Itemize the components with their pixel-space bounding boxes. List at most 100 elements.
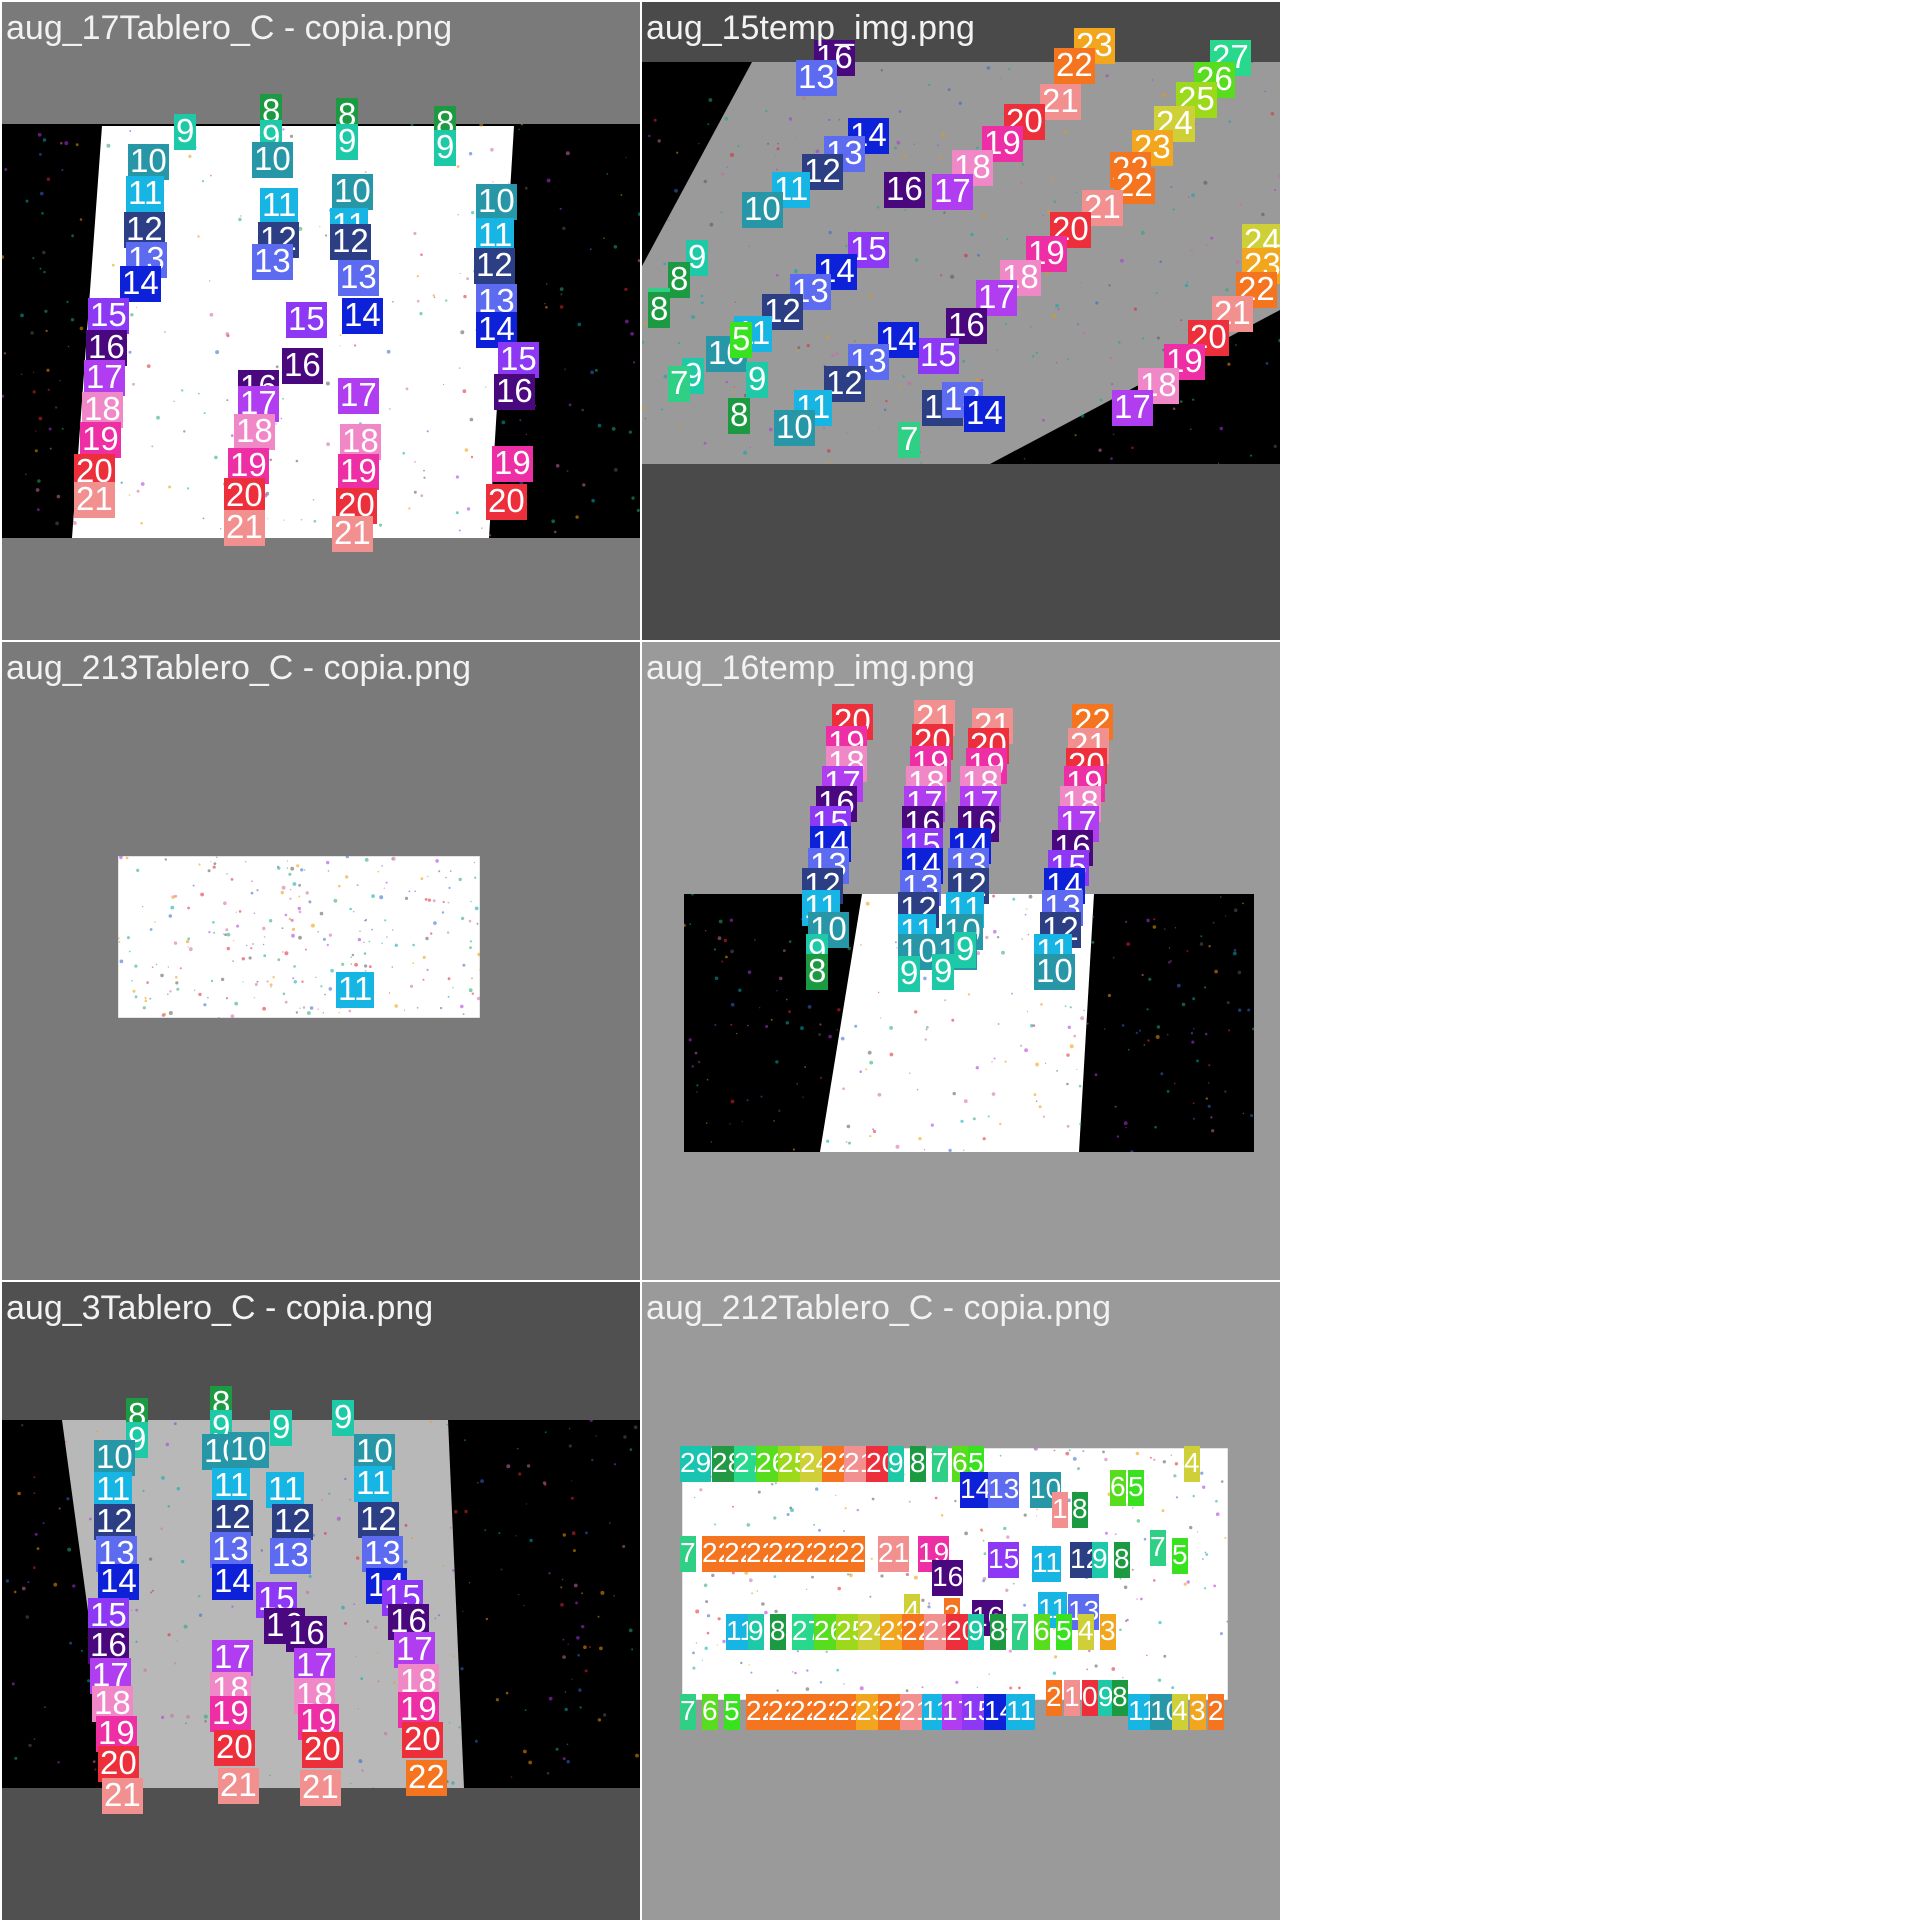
board-speckle [183, 430, 186, 433]
id-label: 4 [1078, 1614, 1094, 1650]
board-speckle [1104, 1028, 1106, 1030]
board-speckle [1053, 1449, 1056, 1452]
board-speckle [1153, 1579, 1156, 1582]
board-speckle [603, 237, 605, 239]
board-speckle [1140, 1597, 1143, 1601]
board-speckle [757, 1490, 761, 1494]
board-speckle [1080, 1016, 1084, 1021]
board-speckle [32, 257, 35, 260]
board-speckle [1166, 1090, 1170, 1093]
board-speckle [70, 318, 75, 322]
board-speckle [1078, 1084, 1082, 1088]
id-label: 20 [214, 1728, 255, 1766]
board-speckle [463, 294, 467, 299]
board-speckle [525, 433, 528, 435]
tile-title: aug_212Tablero_C - copia.png [646, 1289, 1112, 1327]
board-speckle [729, 918, 734, 922]
board-speckle [460, 1004, 464, 1009]
board-speckle [963, 1149, 965, 1151]
board-speckle [773, 1575, 777, 1578]
board-speckle [1192, 1494, 1195, 1498]
board-speckle [425, 936, 429, 941]
board-speckle [1133, 307, 1137, 311]
board-speckle [790, 1508, 794, 1513]
board-speckle [364, 970, 367, 972]
board-speckle [1006, 238, 1009, 241]
board-speckle [629, 1448, 633, 1451]
board-speckle [33, 1566, 36, 1569]
board-speckle [198, 863, 201, 866]
board-speckle [667, 219, 670, 222]
board-speckle [319, 911, 324, 916]
board-speckle [1080, 414, 1085, 418]
board-speckle [350, 963, 352, 965]
id-label: 9 [686, 238, 709, 276]
board-speckle [1170, 1454, 1173, 1456]
board-speckle [468, 988, 473, 993]
board-speckle [20, 373, 23, 376]
board-speckle [357, 937, 362, 942]
board-speckle [328, 933, 332, 937]
board-speckle [433, 921, 437, 925]
board-speckle [747, 1024, 749, 1027]
board-speckle [1055, 303, 1059, 308]
board-speckle [144, 996, 147, 1000]
board-speckle [106, 143, 111, 148]
board-speckle [1224, 915, 1227, 917]
board-speckle [298, 935, 302, 940]
board-speckle [269, 458, 273, 462]
board-speckle [590, 370, 594, 375]
board-speckle [290, 889, 292, 891]
board-speckle [707, 123, 710, 126]
board-speckle [280, 417, 283, 420]
board-speckle [869, 1135, 872, 1138]
board-speckle [562, 226, 566, 230]
board-speckle [951, 1018, 955, 1022]
board-speckle [381, 865, 383, 867]
id-label: 9 [954, 930, 977, 968]
board-speckle [991, 1061, 993, 1063]
board-speckle [214, 455, 218, 460]
board-image [684, 894, 1254, 1152]
board-speckle [289, 134, 294, 138]
id-label: 6 [702, 1694, 718, 1730]
id-label: 3 [1190, 1694, 1206, 1730]
board-speckle [999, 77, 1002, 80]
board-speckle [748, 1664, 750, 1666]
board-image [118, 856, 480, 1018]
board-speckle [1168, 947, 1171, 949]
board-speckle [326, 442, 330, 447]
board-speckle [170, 905, 175, 910]
board-speckle [232, 940, 235, 942]
board-speckle [523, 1749, 527, 1754]
id-label: 21 [878, 1536, 910, 1572]
board-speckle [730, 949, 734, 954]
board-speckle [1160, 1072, 1164, 1076]
board-speckle [1215, 1512, 1220, 1516]
board-speckle [356, 884, 359, 886]
id-label: 10 [774, 408, 815, 446]
board-speckle [996, 349, 998, 352]
board-speckle [944, 999, 947, 1002]
id-label: 7 [668, 364, 691, 402]
board-speckle [253, 912, 256, 915]
board-speckle [45, 329, 48, 333]
board-speckle [21, 1586, 26, 1591]
board-speckle [1066, 358, 1069, 361]
board-speckle [562, 1655, 566, 1659]
board-speckle [894, 146, 897, 150]
board-speckle [548, 1696, 553, 1701]
board-speckle [788, 940, 792, 943]
board-speckle [135, 306, 138, 309]
board-speckle [526, 1464, 531, 1468]
board-speckle [879, 426, 881, 428]
board-speckle [599, 1646, 603, 1651]
board-speckle [319, 226, 321, 228]
board-speckle [737, 145, 740, 148]
board-speckle [413, 231, 417, 236]
board-speckle [156, 415, 160, 420]
id-label: 20 [98, 1744, 139, 1782]
board-speckle [529, 1538, 533, 1543]
board-speckle [1191, 1040, 1195, 1044]
board-speckle [462, 389, 467, 394]
